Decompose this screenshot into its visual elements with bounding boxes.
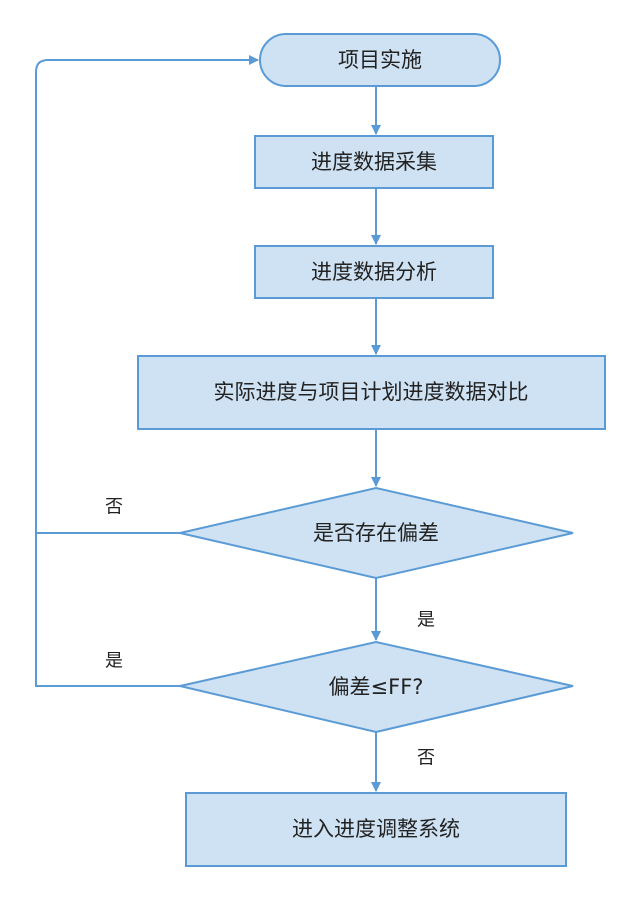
node-deviation-shape — [179, 486, 574, 580]
node-collect-shape — [254, 135, 494, 189]
edge-label-threshold-yes: 是 — [105, 651, 123, 672]
edge-label-threshold-no: 否 — [417, 748, 435, 769]
node-threshold-shape — [179, 640, 574, 734]
node-threshold-label: 偏差≤FF? — [329, 675, 424, 699]
node-compare-shape — [137, 355, 606, 430]
node-deviation-label: 是否存在偏差 — [313, 521, 439, 545]
node-collect-label: 进度数据采集 — [311, 150, 437, 174]
node-analyze-label: 进度数据分析 — [311, 260, 437, 284]
node-adjust-label: 进入进度调整系统 — [292, 817, 460, 841]
node-start-label: 项目实施 — [338, 48, 422, 72]
node-compare-label: 实际进度与项目计划进度数据对比 — [214, 380, 529, 404]
edge-threshold-yes-loop — [35, 55, 259, 687]
edge-label-deviation-no: 否 — [105, 497, 123, 518]
node-start-shape — [259, 33, 501, 87]
edge-label-deviation-yes: 是 — [417, 610, 435, 631]
node-analyze-shape — [254, 245, 494, 299]
node-adjust-shape — [185, 792, 567, 867]
